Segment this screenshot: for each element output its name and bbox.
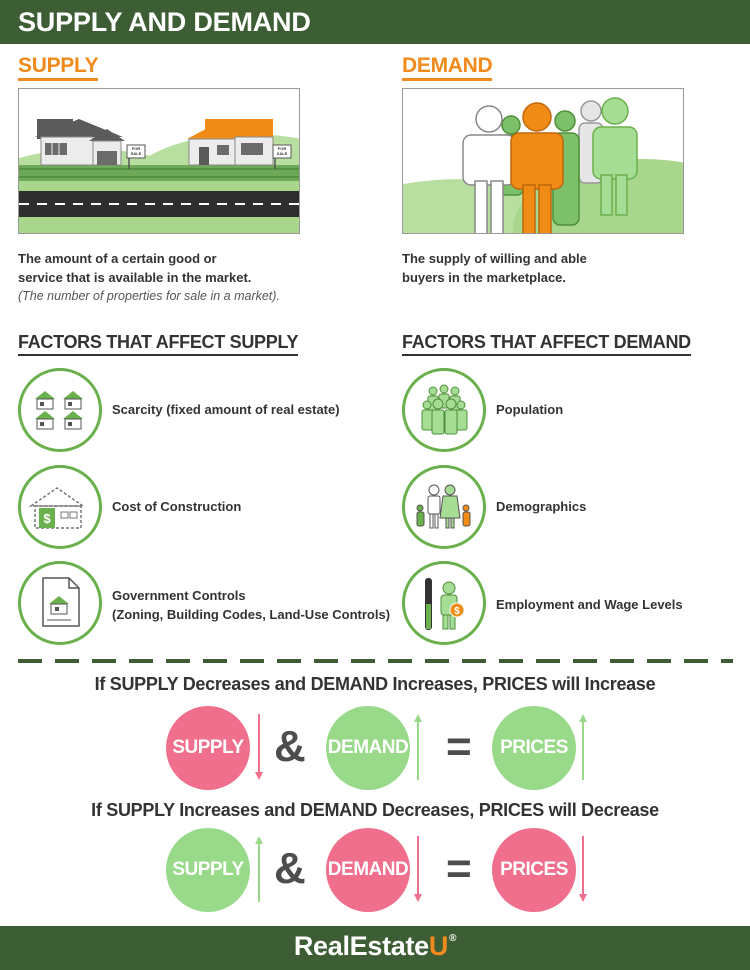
ampersand-symbol: & xyxy=(274,722,306,771)
supply-heading: SUPPLY xyxy=(18,54,99,81)
demand-factors-heading: FACTORS THAT AFFECT DEMAND xyxy=(402,332,691,356)
logo-u: U xyxy=(428,931,449,961)
demand-factor-population: Population xyxy=(496,402,564,417)
buyers-crowd-image xyxy=(403,89,683,233)
up-arrow-icon xyxy=(579,714,587,780)
supply-description-line1: The amount of a certain good or xyxy=(18,251,217,266)
supply-description-line2: service that is available in the market. xyxy=(18,270,252,285)
house-cost-icon: $ xyxy=(18,465,102,549)
demand-description-line2: buyers in the marketplace. xyxy=(402,270,567,285)
demand-factor-demographics: Demographics xyxy=(496,499,587,514)
worker-wage-icon: $ xyxy=(402,561,486,645)
ampersand-symbol: & xyxy=(274,844,306,893)
up-arrow-icon xyxy=(414,714,422,780)
eq1-supply-bubble: SUPPLY xyxy=(166,706,250,790)
supply-factor-government-line1: Government Controls xyxy=(112,588,246,603)
down-arrow-icon xyxy=(255,714,263,780)
eq1-demand-bubble: DEMAND xyxy=(326,706,410,790)
for-sale-sign-2: FOR SALE xyxy=(276,146,288,156)
down-arrow-icon xyxy=(414,836,422,902)
document-icon xyxy=(18,561,102,645)
supply-factor-construction: Cost of Construction xyxy=(112,499,242,514)
page-title: SUPPLY AND DEMAND xyxy=(18,7,311,37)
family-icon xyxy=(402,465,486,549)
crowd-icon xyxy=(402,368,486,452)
supply-factor-government-line2: (Zoning, Building Codes, Land-Use Contro… xyxy=(112,607,391,622)
demand-heading: DEMAND xyxy=(402,54,493,81)
demand-factor-employment: Employment and Wage Levels xyxy=(496,597,683,612)
demand-illustration xyxy=(402,88,684,234)
down-arrow-icon xyxy=(579,836,587,902)
equals-symbol: = xyxy=(446,844,472,893)
eq2-prices-bubble: PRICES xyxy=(492,828,576,912)
registered-mark: ® xyxy=(449,933,457,944)
realestateu-logo: RealEstateU® xyxy=(0,931,750,962)
supply-factors-heading: FACTORS THAT AFFECT SUPPLY xyxy=(18,332,299,356)
logo-text: RealEstate xyxy=(293,931,429,961)
supply-factor-scarcity: Scarcity (fixed amount of real estate) xyxy=(112,402,340,417)
svg-text:$: $ xyxy=(454,606,460,617)
dashed-divider xyxy=(18,659,733,663)
demand-description-line1: The supply of willing and able xyxy=(402,251,587,266)
eq2-supply-bubble: SUPPLY xyxy=(166,828,250,912)
equals-symbol: = xyxy=(446,722,472,771)
svg-text:$: $ xyxy=(43,511,51,526)
up-arrow-icon xyxy=(255,836,263,902)
footer-bar: RealEstateU® xyxy=(0,926,750,970)
for-sale-sign-1: FOR SALE xyxy=(130,146,142,156)
equation2-title: If SUPPLY Increases and DEMAND Decreases… xyxy=(91,800,659,820)
eq1-prices-bubble: PRICES xyxy=(492,706,576,790)
supply-illustration: FOR SALE FOR SALE xyxy=(18,88,300,234)
header-bar: SUPPLY AND DEMAND xyxy=(0,0,750,44)
equation1-title: If SUPPLY Decreases and DEMAND Increases… xyxy=(94,674,656,694)
eq2-demand-bubble: DEMAND xyxy=(326,828,410,912)
supply-description-note: (The number of properties for sale in a … xyxy=(18,289,280,303)
houses-icon xyxy=(18,368,102,452)
houses-street-image xyxy=(19,89,299,233)
